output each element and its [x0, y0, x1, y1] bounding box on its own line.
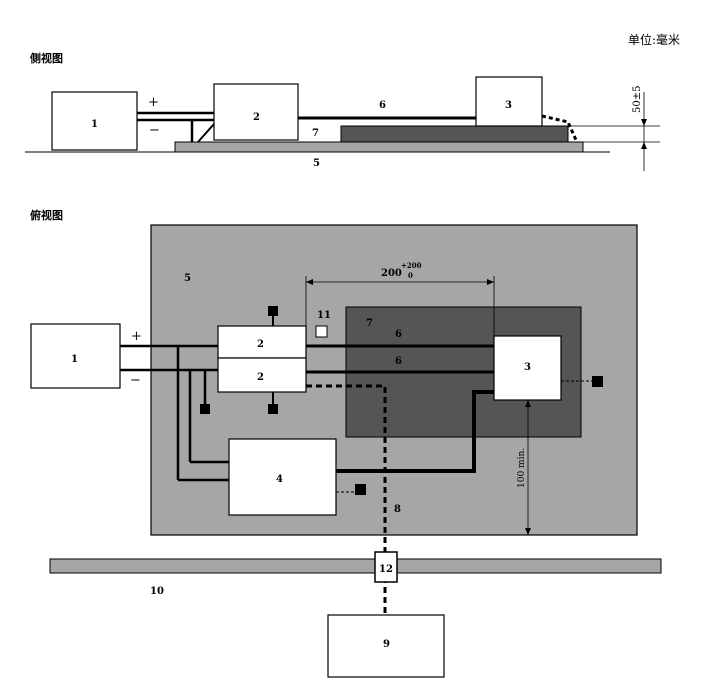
top-view-title: 俯视图	[30, 208, 63, 222]
arrow-head	[641, 119, 647, 126]
side-view: 50±5 + − 1 2 3 6 7 5	[25, 76, 660, 171]
support-block	[340, 125, 569, 143]
arrow-head	[525, 400, 531, 407]
label-7: 7	[312, 128, 319, 139]
box-3-top	[493, 335, 562, 401]
ground-bond-square	[592, 376, 603, 387]
minus-sign: −	[149, 123, 160, 138]
label-5-top: 5	[184, 273, 191, 284]
ground-bond-square	[200, 404, 210, 414]
length-dim-base: 200	[381, 268, 402, 279]
label-10: 10	[150, 586, 164, 597]
arrow-head	[525, 528, 531, 535]
min-dim-label: 100 min.	[517, 448, 527, 488]
box-2	[213, 83, 299, 141]
ground-bond-square	[268, 306, 278, 316]
top-view: 200 +200 0 100 min. + − 1 2 2 3 4 5 6 6 …	[30, 224, 662, 678]
label-4: 4	[276, 474, 283, 485]
label-11: 11	[317, 310, 331, 321]
ground-bond-square	[268, 404, 278, 414]
label-2: 2	[253, 112, 260, 123]
label-7-top: 7	[366, 318, 373, 329]
label-1-top: 1	[71, 354, 78, 365]
length-dim-lower: 0	[408, 271, 413, 280]
label-5: 5	[313, 158, 320, 169]
label-6a: 6	[395, 329, 402, 340]
cable-4-to-3	[336, 390, 494, 473]
wall-panel	[49, 558, 662, 574]
box-3	[475, 76, 543, 127]
ground-bond-square	[355, 484, 366, 495]
length-dim-upper: +200	[401, 261, 422, 270]
ground-plane	[174, 141, 584, 153]
box-2b	[217, 357, 307, 393]
label-3: 3	[505, 100, 512, 111]
label-12: 12	[379, 564, 393, 575]
label-9: 9	[383, 639, 390, 650]
feedthrough-12	[374, 551, 398, 583]
arrow-head	[306, 279, 313, 285]
label-1: 1	[91, 119, 98, 130]
dashed-ground-cable	[541, 114, 578, 141]
box-4	[228, 438, 337, 516]
height-dim-label: 50±5	[632, 86, 643, 113]
bond-strap	[197, 123, 215, 143]
plus-sign: +	[148, 95, 159, 110]
side-view-title: 侧视图	[30, 51, 63, 65]
label-2b: 2	[257, 372, 264, 383]
unit-note: 单位:毫米	[628, 32, 680, 47]
plus-sign-top: +	[131, 329, 142, 344]
equipment-1-top	[30, 323, 121, 389]
item-11-square	[315, 325, 328, 338]
arrow-head	[487, 279, 494, 285]
label-3-top: 3	[524, 362, 531, 373]
dashed-line-8	[306, 384, 387, 618]
label-6b: 6	[395, 356, 402, 367]
label-6: 6	[379, 100, 386, 111]
minus-sign-top: −	[130, 373, 141, 388]
box-9	[327, 614, 445, 678]
arrow-head	[641, 142, 647, 149]
label-2a: 2	[257, 339, 264, 350]
label-8: 8	[394, 504, 401, 515]
